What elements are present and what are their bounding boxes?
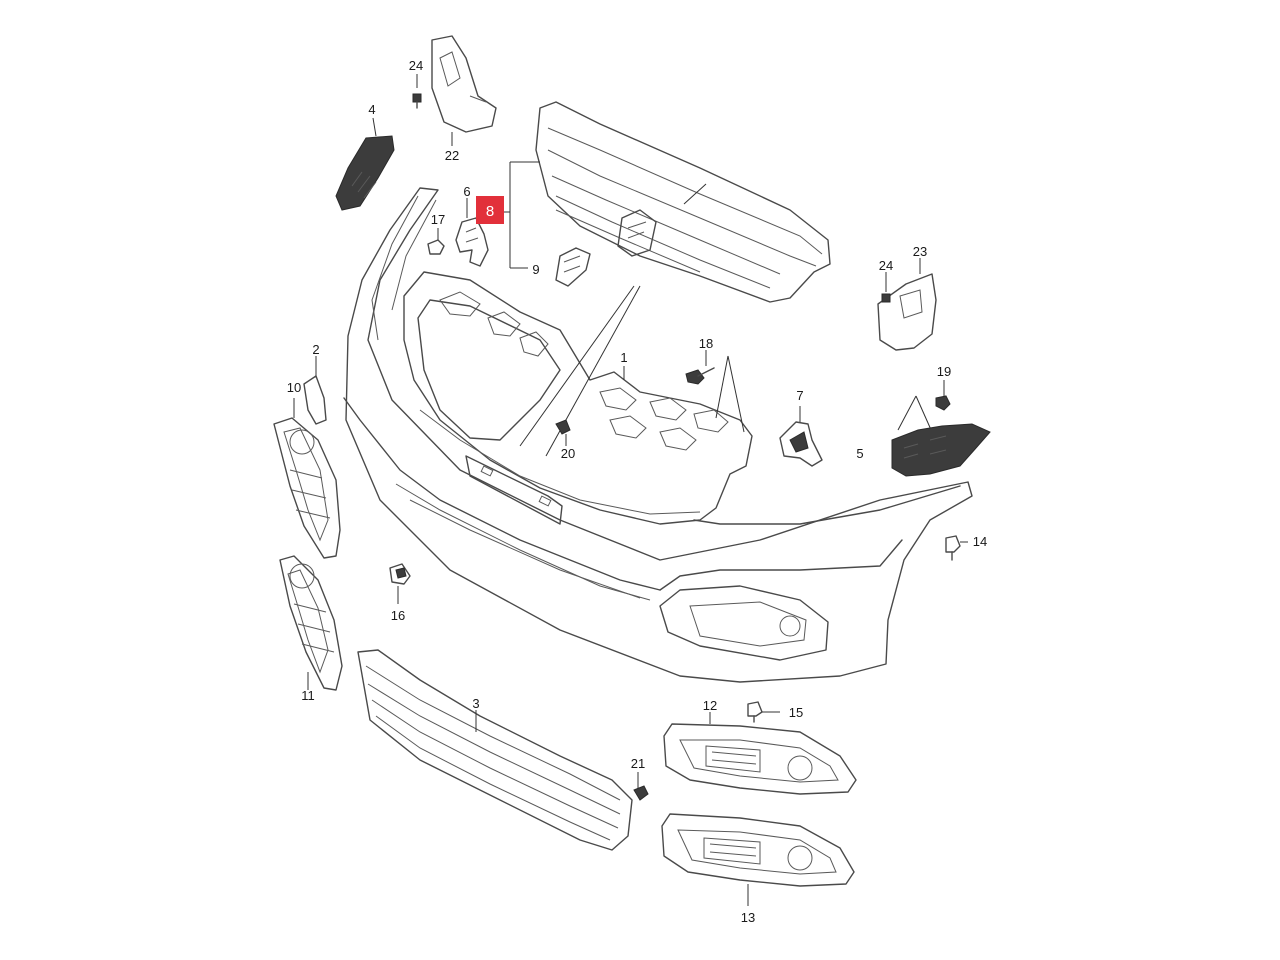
- callout-7: 7: [796, 388, 803, 403]
- part-20-screw: [555, 419, 571, 446]
- callout-13: 13: [741, 910, 755, 925]
- callout-21: 21: [631, 756, 645, 771]
- part-3-lower-grille: [357, 649, 633, 851]
- callout-20: 20: [561, 446, 575, 461]
- part-18-bolt: [685, 350, 745, 433]
- callout-8: 8: [486, 203, 494, 220]
- callout-3: 3: [472, 696, 479, 711]
- part-12-bezel: [663, 712, 857, 795]
- part-23-bracket: [877, 258, 937, 351]
- callout-4: 4: [368, 102, 375, 117]
- callout-1: 1: [620, 350, 627, 365]
- callout-24a: 24: [409, 58, 423, 73]
- callout-23: 23: [913, 244, 927, 259]
- part-11-bezel: [279, 555, 343, 691]
- part-2-cap: [303, 356, 327, 425]
- part-6-clip: [455, 198, 489, 267]
- part-4-bracket: [335, 117, 395, 211]
- part-13-bezel: [661, 813, 855, 906]
- callout-24b: 24: [879, 258, 893, 273]
- part-8-leader: [504, 161, 540, 269]
- callout-14: 14: [973, 534, 987, 549]
- callout-11: 11: [301, 688, 315, 703]
- bumper-cover: [343, 187, 973, 683]
- part-14-clip: [945, 535, 968, 561]
- callout-9: 9: [532, 262, 539, 277]
- callout-18: 18: [699, 336, 713, 351]
- callout-17: 17: [431, 212, 445, 227]
- callout-12: 12: [703, 698, 717, 713]
- callout-19: 19: [937, 364, 951, 379]
- callout-5: 5: [856, 446, 863, 461]
- callout-10: 10: [287, 380, 301, 395]
- highlight-box: [476, 196, 504, 224]
- callout-6: 6: [463, 184, 470, 199]
- callout-22: 22: [445, 148, 459, 163]
- part-24-bolt-right: [881, 272, 891, 303]
- callout-2: 2: [312, 342, 319, 357]
- part-1-reinforcement: [403, 271, 753, 525]
- part-5-bracket: [891, 423, 991, 477]
- part-15-clip: [747, 701, 780, 723]
- callout-16: 16: [391, 608, 405, 623]
- part-7-bracket: [779, 406, 823, 467]
- part-10-bezel: [273, 398, 341, 559]
- part-24-bolt-left: [412, 74, 422, 109]
- part-21-screw: [633, 772, 649, 801]
- part-9-emblem: [555, 247, 591, 287]
- part-17-screw: [427, 228, 445, 255]
- part-8-grille: [535, 101, 831, 303]
- part-22-bracket: [431, 35, 497, 146]
- part-16-clip: [389, 563, 411, 604]
- part-19-bolt: [897, 380, 951, 433]
- license-plate-area: [465, 455, 563, 525]
- callout-15: 15: [789, 705, 803, 720]
